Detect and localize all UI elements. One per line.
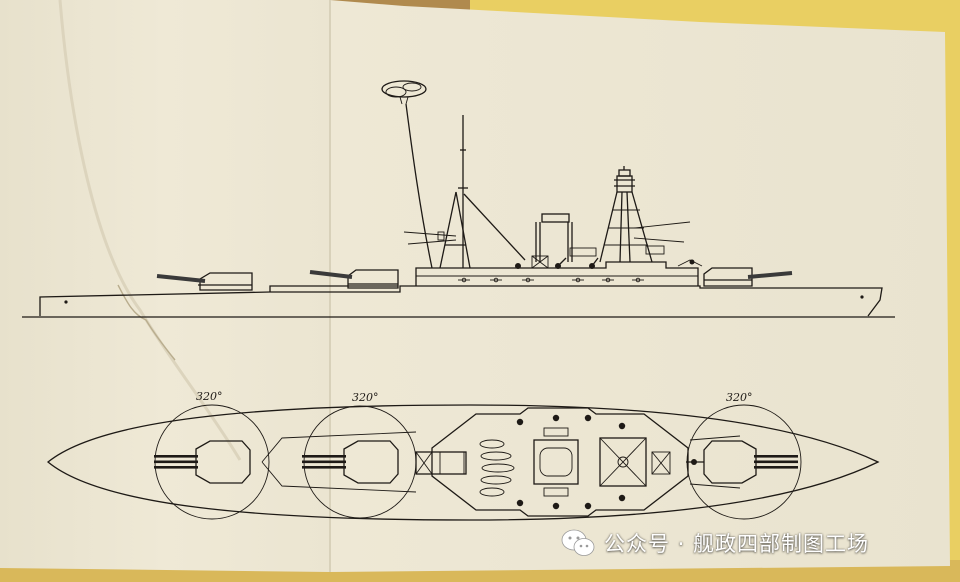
foremast-tower <box>599 166 703 267</box>
watermark-text: 公众号 · 舰政四部制图工场 <box>604 532 870 556</box>
paper-tear <box>117 284 176 361</box>
midships-frame <box>531 213 599 269</box>
wechat-logo-icon <box>561 529 595 556</box>
hull-plan-outline <box>46 404 880 521</box>
paper-left-page <box>0 0 330 572</box>
plan-view: 320° 320° 320° <box>46 390 880 521</box>
plan-secondary-guns <box>516 414 626 510</box>
porthole-bow <box>860 295 864 299</box>
secondary-guns <box>458 277 644 283</box>
paper-crease <box>58 0 242 461</box>
watermark: 公众号 · 舰政四部制图工场 <box>560 528 869 558</box>
arc-label-c: 320° <box>726 391 753 404</box>
side-turret-c <box>703 267 793 287</box>
kite-balloon-icon <box>381 80 433 269</box>
side-turret-a <box>156 272 253 291</box>
plan-superstructure <box>415 407 704 517</box>
plan-turret-a: 320° <box>154 390 270 520</box>
side-elevation <box>22 80 895 318</box>
arc-label-b: 320° <box>352 391 379 404</box>
aft-mast <box>403 115 526 269</box>
superstructure-deck <box>415 261 699 286</box>
porthole-stern <box>64 300 68 304</box>
arc-label-a: 320° <box>196 390 223 403</box>
plan-turret-c: 320° <box>686 391 802 520</box>
side-turret-b <box>269 269 399 292</box>
hull-profile <box>39 285 883 317</box>
